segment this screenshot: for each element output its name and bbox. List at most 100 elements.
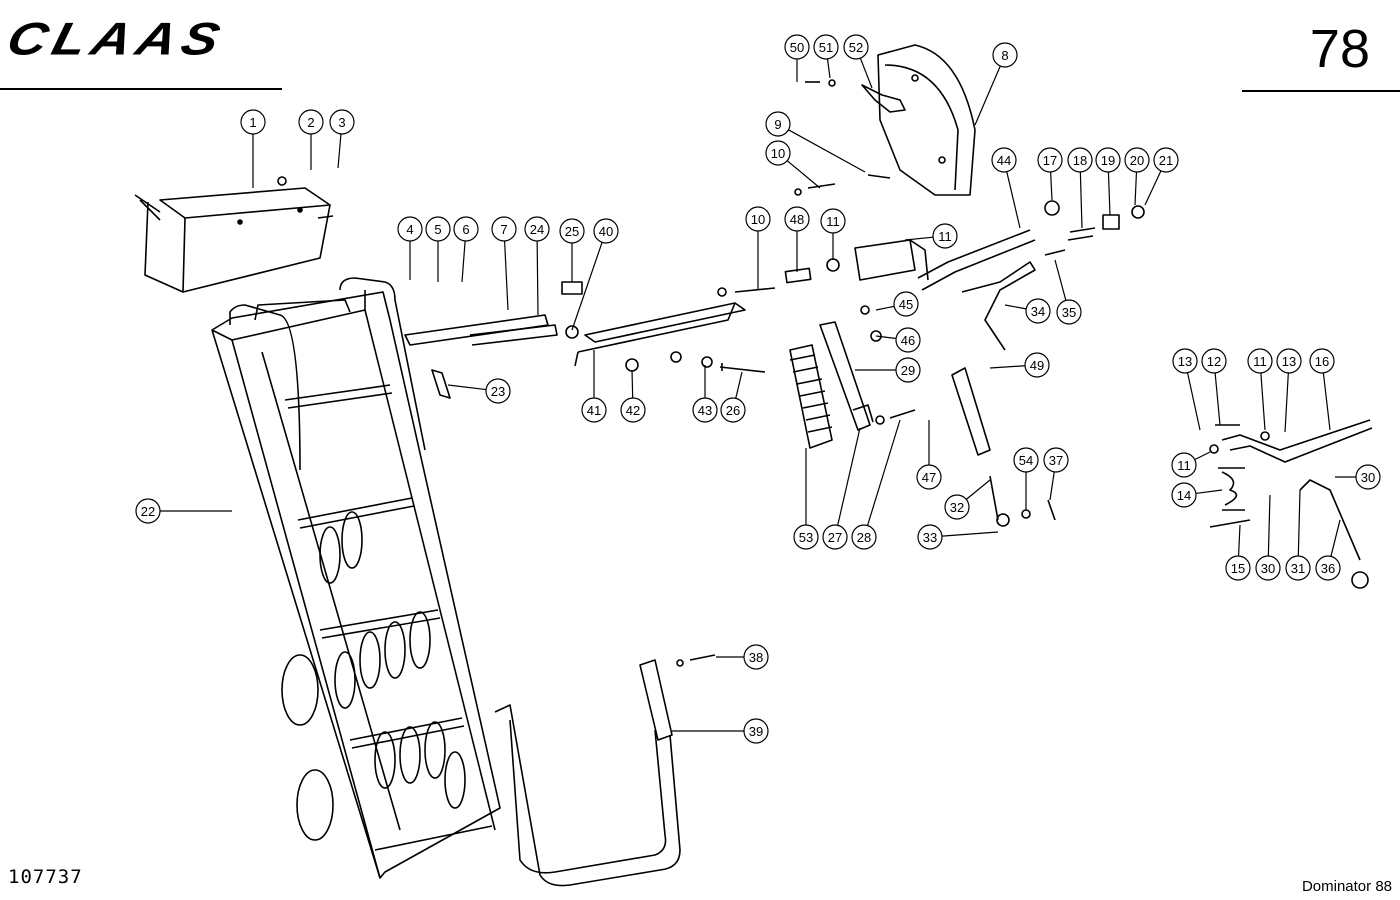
callout-bubble — [397, 216, 423, 242]
tool-box-part — [134, 176, 334, 293]
part-number-label: 37 — [1049, 453, 1063, 468]
lever-mechanism — [854, 200, 1145, 351]
ladder-part — [211, 277, 501, 879]
leader-line — [989, 365, 1026, 369]
leader-line — [1330, 519, 1341, 557]
guard-plate-part — [794, 44, 976, 196]
leader-line — [1049, 471, 1055, 501]
part-number-label: 9 — [774, 117, 781, 132]
callout-bubble — [992, 42, 1018, 68]
part-number-label: 23 — [491, 384, 505, 399]
leader-line — [1267, 494, 1271, 557]
callout-bubble — [329, 109, 355, 135]
leader-line — [1297, 489, 1301, 557]
part-number-label: 38 — [749, 650, 763, 665]
leader-line — [788, 129, 866, 173]
callout-bubble — [1285, 555, 1311, 581]
callout-bubble — [1153, 147, 1179, 173]
header-rule-right — [1242, 90, 1400, 92]
part-number-label: 35 — [1062, 305, 1076, 320]
part-number-label: 44 — [997, 153, 1011, 168]
leader-line — [904, 236, 934, 241]
right-linkage — [1209, 419, 1373, 589]
callout-bubble — [932, 223, 958, 249]
part-number-label: 11 — [1253, 354, 1267, 369]
part-number-label: 28 — [857, 530, 871, 545]
leader-line — [1054, 259, 1067, 301]
part-number-label: 24 — [530, 222, 544, 237]
part-number-label: 54 — [1019, 453, 1033, 468]
callout-bubble — [298, 109, 324, 135]
callout-bubble — [1309, 348, 1335, 374]
part-number-label: 42 — [626, 403, 640, 418]
leader-line — [1004, 304, 1027, 310]
leader-line — [1144, 170, 1162, 206]
part-number-label: 8 — [1001, 48, 1008, 63]
gas-strut-part — [819, 321, 916, 431]
part-number-label: 15 — [1231, 561, 1245, 576]
callout-bubble — [784, 34, 810, 60]
leader-line — [1260, 372, 1266, 431]
page-number: 78 — [1309, 19, 1370, 79]
leader-line — [965, 479, 991, 500]
leader-line — [1237, 524, 1241, 557]
part-number-label: 11 — [826, 214, 840, 229]
leader-line — [1006, 171, 1021, 229]
callout-bubble — [895, 357, 921, 383]
part-number-label: 36 — [1321, 561, 1335, 576]
leader-line — [974, 65, 1001, 126]
part-number-label: 48 — [790, 212, 804, 227]
leader-line — [1107, 171, 1111, 216]
callout-bubble — [1025, 298, 1051, 324]
leader-line — [826, 58, 831, 79]
callout-bubble — [1315, 555, 1341, 581]
part-number-label: 12 — [1207, 354, 1221, 369]
callout-bubble — [1171, 482, 1197, 508]
callout-bubble — [1225, 555, 1251, 581]
leader-line — [859, 57, 873, 89]
part-number-label: 25 — [565, 224, 579, 239]
part-number-label: 46 — [901, 333, 915, 348]
callout-bubble — [843, 34, 869, 60]
callout-bubble — [1043, 447, 1069, 473]
leader-line — [1284, 372, 1289, 433]
callout-bubble — [491, 216, 517, 242]
leader-line — [1186, 372, 1201, 431]
leader-line — [875, 305, 895, 311]
part-number-label: 6 — [462, 222, 469, 237]
part-number-label: 30 — [1361, 470, 1375, 485]
callout-bubble — [991, 147, 1017, 173]
part-number-label: 47 — [922, 470, 936, 485]
leader-line — [447, 384, 487, 391]
part-number-label: 26 — [726, 403, 740, 418]
part-number-label: 5 — [434, 222, 441, 237]
callout-bubble — [917, 524, 943, 550]
callout-bubble — [1013, 447, 1039, 473]
callout-bubble — [1095, 147, 1121, 173]
part-number-label: 3 — [338, 115, 345, 130]
callout-bubble — [720, 397, 746, 423]
leader-line — [536, 240, 539, 316]
leader-line — [875, 335, 897, 340]
callout-bubble — [135, 498, 161, 524]
callout-bubble — [1067, 147, 1093, 173]
part-number-label: 13 — [1178, 354, 1192, 369]
part-number-label: 53 — [799, 530, 813, 545]
part-number-label: 11 — [938, 229, 952, 244]
part-number-label: 43 — [698, 403, 712, 418]
leader-line — [1049, 171, 1053, 201]
leader-line — [1322, 372, 1331, 431]
part-number-label: 11 — [1177, 458, 1191, 473]
callout-bubble — [743, 718, 769, 744]
part-number-label: 2 — [307, 115, 314, 130]
header-rule-left — [0, 88, 282, 90]
part-number-label: 32 — [950, 500, 964, 515]
leader-line — [571, 242, 603, 331]
leader-line — [631, 369, 634, 399]
callout-bubble — [1355, 464, 1381, 490]
leader-line — [786, 160, 821, 189]
callout-bubble — [620, 397, 646, 423]
part-number-label: 30 — [1261, 561, 1275, 576]
